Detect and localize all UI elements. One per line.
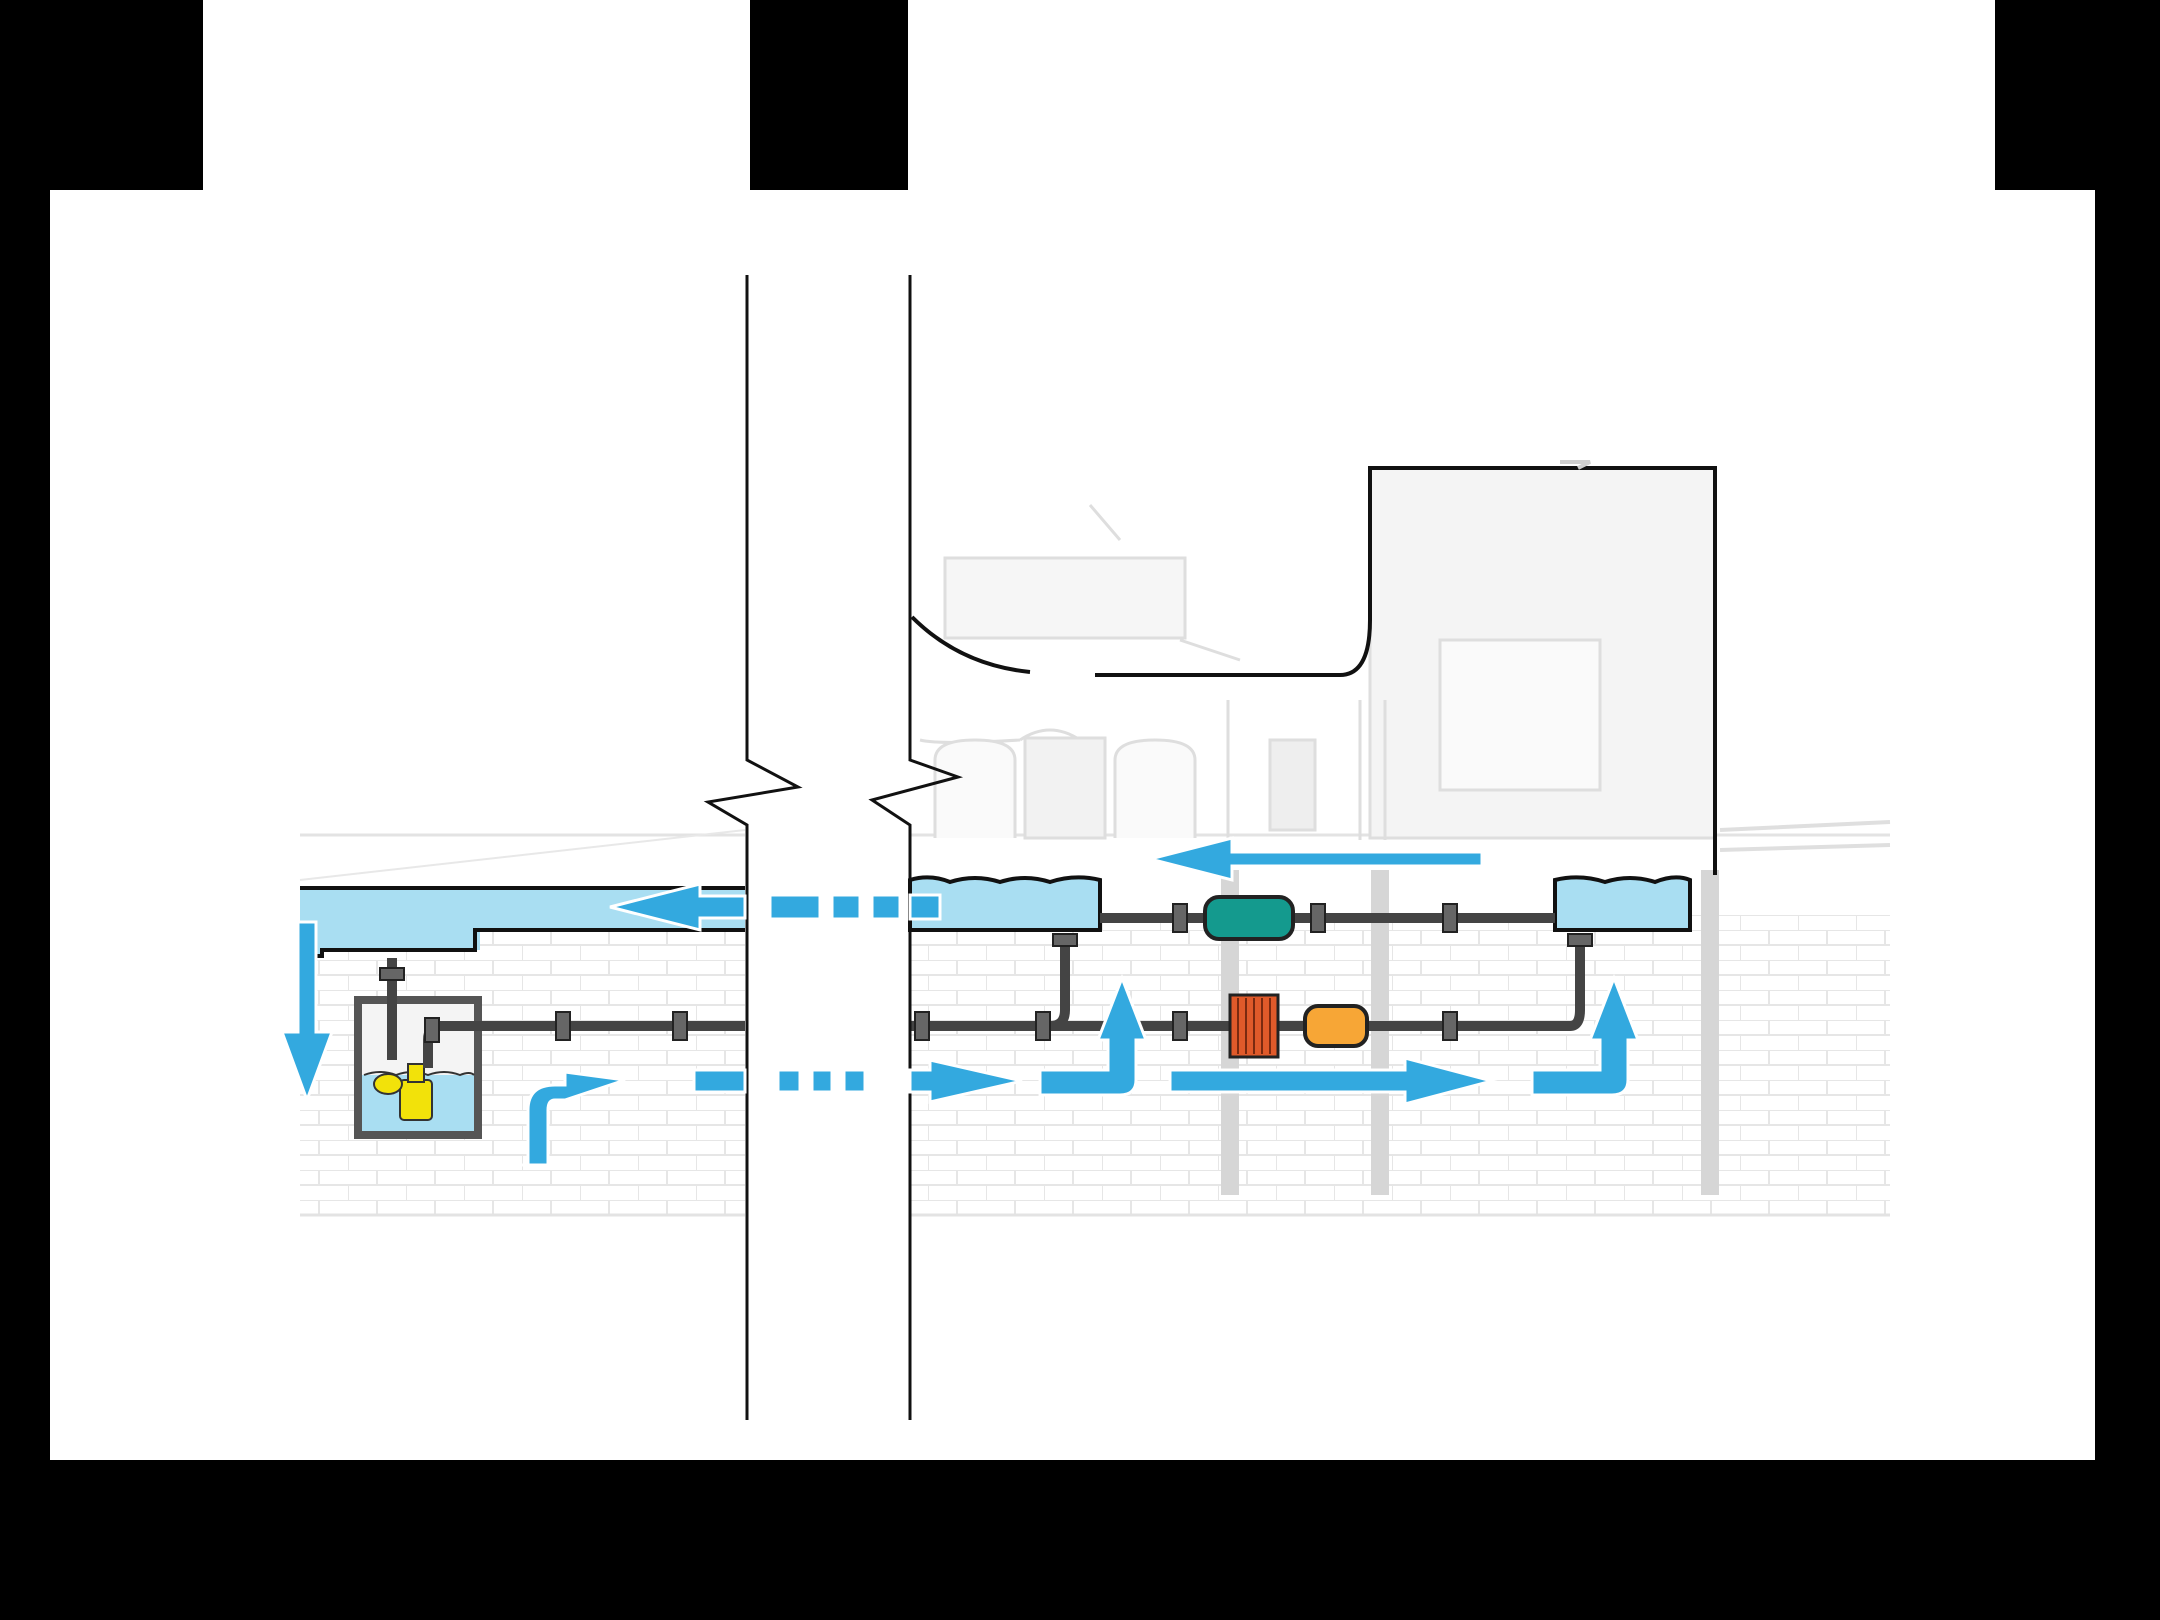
arrow-right-low-c (1168, 1056, 1498, 1106)
heater-icon (1303, 1004, 1369, 1048)
flow-arrows (279, 836, 1641, 1167)
dash-left-1 (768, 893, 822, 921)
arrow-up-right-1 (1038, 973, 1149, 1097)
arrow-up-right-2 (1530, 973, 1641, 1097)
right-break-line (868, 275, 964, 1420)
lower-channel-edge (300, 886, 745, 958)
paper-top-left (203, 0, 750, 195)
arrow-down-left (279, 920, 335, 1105)
collection-tank (1553, 875, 1692, 932)
arrow-right-low-b (908, 1058, 1023, 1104)
arrow-up-sump (500, 1070, 626, 1167)
arrow-left-main (609, 882, 747, 932)
dash-low-2 (810, 1068, 834, 1094)
roof-ghost (1560, 460, 1591, 470)
arrow-left-top (1149, 836, 1484, 882)
pump-icon (373, 1063, 433, 1121)
upper-basin (908, 875, 1102, 932)
arrow-right-low-a (692, 1068, 747, 1094)
paper-top-middle (908, 0, 1995, 195)
background-building (919, 466, 1719, 1195)
arrow-left-seg (908, 893, 942, 921)
pipe-fittings (379, 903, 1593, 1043)
building-outline (910, 466, 1717, 875)
left-break-line (703, 275, 803, 1420)
dash-left-3 (870, 893, 902, 921)
dash-low-1 (776, 1068, 802, 1094)
dash-left-2 (830, 893, 862, 921)
filter-cartridge-icon (1203, 895, 1295, 941)
ground-texture (299, 820, 1891, 1217)
dash-low-3 (842, 1068, 867, 1094)
radiator-coil-icon (1228, 993, 1280, 1059)
